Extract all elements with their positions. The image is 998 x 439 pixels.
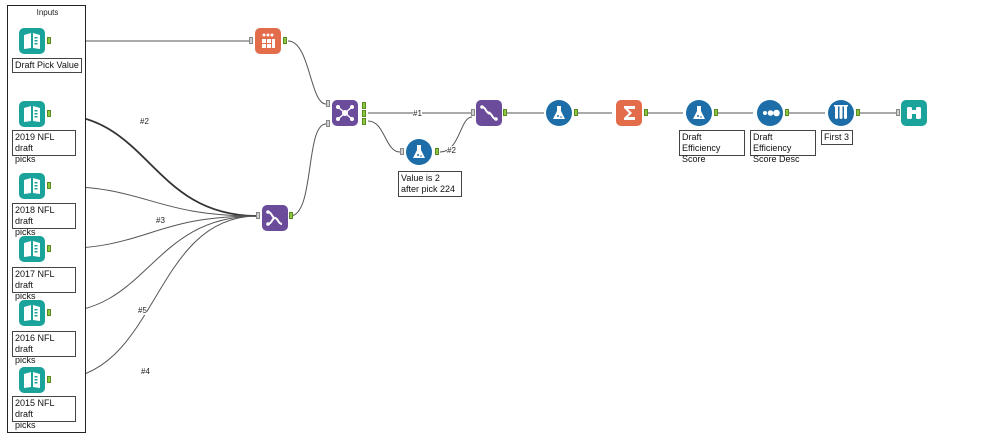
wire-label: #2 — [447, 146, 456, 155]
wire — [51, 215, 259, 381]
book-icon — [24, 106, 40, 122]
join-tool[interactable] — [476, 100, 502, 126]
wire-label: #4 — [141, 367, 150, 376]
input-data-tool-2018[interactable] — [19, 173, 45, 199]
tool-annotation: Value is 2 after pick 224 — [398, 171, 462, 197]
container-title: Inputs — [36, 8, 59, 17]
output-anchor[interactable] — [714, 109, 718, 116]
browse-tool[interactable] — [901, 100, 927, 126]
sort-tool[interactable] — [757, 100, 783, 126]
sample-icon — [834, 105, 848, 119]
wire-label: #1 — [413, 109, 422, 118]
book-icon — [24, 178, 40, 194]
formula-tool[interactable] — [546, 100, 572, 126]
text-to-columns-tool[interactable] — [255, 28, 281, 54]
tool-annotation: Draft Efficiency Score Desc — [750, 130, 816, 164]
output-anchor[interactable] — [785, 109, 789, 116]
formula-tool-value[interactable] — [406, 139, 432, 165]
input-data-tool-2015[interactable] — [19, 367, 45, 393]
input-data-tool-2019[interactable] — [19, 101, 45, 127]
input-anchor[interactable] — [256, 212, 260, 219]
text-to-columns-icon — [262, 33, 275, 48]
output-anchor[interactable] — [362, 110, 366, 117]
output-anchor[interactable] — [435, 148, 439, 155]
input-anchor[interactable] — [326, 120, 330, 127]
formula-tool-efficiency[interactable] — [686, 100, 712, 126]
union-tool[interactable] — [262, 205, 288, 231]
tool-annotation: 2016 NFL draft picks — [12, 331, 76, 365]
wire — [287, 40, 327, 105]
wire — [367, 120, 401, 153]
output-anchor[interactable] — [362, 102, 366, 109]
tool-annotation: Draft Efficiency Score — [679, 130, 745, 164]
output-anchor[interactable] — [503, 109, 507, 116]
join-multiple-tool[interactable] — [332, 100, 358, 126]
union-icon — [266, 210, 283, 226]
input-anchor[interactable] — [326, 100, 330, 107]
wire-label: #2 — [140, 117, 149, 126]
input-data-tool-draft-pick-value[interactable] — [19, 28, 45, 54]
summarize-tool[interactable] — [616, 100, 642, 126]
output-anchor[interactable] — [644, 109, 648, 116]
input-data-tool-2016[interactable] — [19, 300, 45, 326]
input-anchor[interactable] — [249, 37, 253, 44]
output-anchor[interactable] — [47, 245, 51, 252]
input-anchor[interactable] — [400, 148, 404, 155]
output-anchor[interactable] — [362, 118, 366, 125]
tool-annotation: Draft Pick Value — [12, 58, 82, 73]
output-anchor[interactable] — [47, 37, 51, 44]
wire-label: #3 — [156, 216, 165, 225]
tool-annotation: 2015 NFL draft picks — [12, 396, 76, 430]
output-anchor[interactable] — [856, 109, 860, 116]
binoculars-icon — [907, 107, 921, 119]
formula-icon — [413, 145, 425, 158]
output-anchor[interactable] — [47, 376, 51, 383]
join-icon — [480, 105, 498, 121]
output-anchor[interactable] — [47, 309, 51, 316]
summarize-icon — [624, 106, 635, 120]
formula-icon — [553, 106, 565, 119]
output-anchor[interactable] — [47, 110, 51, 117]
book-icon — [24, 305, 40, 321]
output-anchor[interactable] — [47, 182, 51, 189]
wire — [289, 123, 327, 217]
tool-annotation: 2017 NFL draft picks — [12, 267, 76, 301]
tool-annotation: 2019 NFL draft picks — [12, 130, 76, 164]
sample-tool[interactable] — [828, 100, 854, 126]
book-icon — [24, 33, 40, 49]
output-anchor[interactable] — [289, 212, 293, 219]
input-data-tool-2017[interactable] — [19, 236, 45, 262]
sort-icon — [763, 109, 780, 117]
tool-annotation: First 3 — [821, 130, 853, 145]
formula-icon — [693, 106, 705, 119]
input-anchor[interactable] — [896, 109, 900, 116]
output-anchor[interactable] — [283, 37, 287, 44]
tool-annotation: 2018 NFL draft picks — [12, 203, 76, 237]
book-icon — [24, 241, 40, 257]
output-anchor[interactable] — [574, 109, 578, 116]
wire — [439, 116, 473, 153]
input-anchor[interactable] — [471, 109, 475, 116]
book-icon — [24, 372, 40, 388]
wire-label: #5 — [138, 306, 147, 315]
join-multiple-icon — [336, 105, 354, 121]
